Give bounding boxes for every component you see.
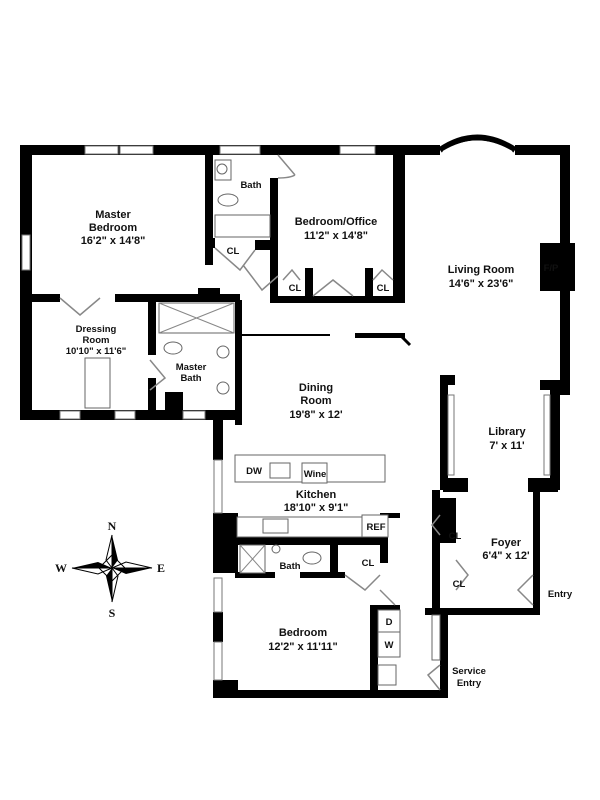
room-name: Foyer xyxy=(491,537,522,549)
room-name: Kitchen xyxy=(296,489,337,501)
compass-east: E xyxy=(157,561,165,575)
room-dims: 12'2" x 11'11" xyxy=(268,641,338,653)
closet-label: CL xyxy=(227,246,240,257)
dishwasher-label: DW xyxy=(246,466,262,477)
room-name: Bedroom/Office xyxy=(295,216,378,228)
closet-label: CL xyxy=(362,558,375,569)
room-dims: 14'6" x 23'6" xyxy=(449,278,514,290)
bedroom-office-label: Bedroom/Office 11'2" x 14'8" xyxy=(295,216,378,242)
compass-west: W xyxy=(55,561,67,575)
room-name: Master xyxy=(176,362,207,373)
dryer-label: D xyxy=(386,617,393,628)
compass-north: N xyxy=(108,519,117,533)
room-name: Master xyxy=(95,209,131,221)
room-dims: 7' x 11' xyxy=(489,440,525,452)
room-name: Living Room xyxy=(448,264,515,276)
library-label: Library 7' x 11' xyxy=(488,426,526,452)
closet-label: CL xyxy=(377,283,390,294)
service-entry-label: Service xyxy=(452,666,486,677)
fireplace-label: F/P xyxy=(544,263,559,274)
room-dims: 19'8" x 12' xyxy=(289,409,343,421)
wine-label: Wine xyxy=(304,469,327,480)
living-room-label: Living Room 14'6" x 23'6" xyxy=(448,264,515,290)
room-dims: 6'4" x 12' xyxy=(482,550,530,562)
closet-label: CL xyxy=(449,531,462,542)
bath-label: Bath xyxy=(279,561,300,572)
room-name: Library xyxy=(488,426,526,438)
fixtures xyxy=(84,159,441,686)
service-entry-label: Entry xyxy=(457,678,482,689)
dining-room-label: Dining Room 19'8" x 12' xyxy=(289,382,343,421)
kitchen-label: Kitchen 18'10" x 9'1" xyxy=(284,489,349,514)
room-name: Bedroom xyxy=(89,222,138,234)
compass-rose: N S W E xyxy=(55,519,165,620)
room-dims: 10'10" x 11'6" xyxy=(66,346,127,357)
windows xyxy=(21,134,551,681)
closet-label: CL xyxy=(289,283,302,294)
fixture-labels: Bath CL CL CL F/P DW Wine REF Bath CL CL… xyxy=(227,180,573,689)
room-name: Bath xyxy=(180,373,201,384)
refrigerator-label: REF xyxy=(367,522,386,533)
room-name: Room xyxy=(300,395,331,407)
room-dims: 18'10" x 9'1" xyxy=(284,502,349,514)
bath-label: Bath xyxy=(240,180,261,191)
room-name: Room xyxy=(83,335,110,346)
master-bath-label: Master Bath xyxy=(176,362,207,384)
room-name: Bedroom xyxy=(279,627,328,639)
washer-label: W xyxy=(385,640,394,651)
room-labels: Master Bedroom 16'2" x 14'8" Bedroom/Off… xyxy=(66,209,530,653)
foyer-label: Foyer 6'4" x 12' xyxy=(482,537,530,562)
room-dims: 16'2" x 14'8" xyxy=(81,235,146,247)
master-bedroom-label: Master Bedroom 16'2" x 14'8" xyxy=(81,209,146,247)
room-name: Dining xyxy=(299,382,333,394)
doors xyxy=(59,154,534,691)
closet-label: CL xyxy=(453,579,466,590)
bedroom-label: Bedroom 12'2" x 11'11" xyxy=(268,627,338,653)
compass-south: S xyxy=(109,606,116,620)
dressing-room-label: Dressing Room 10'10" x 11'6" xyxy=(66,324,127,357)
room-dims: 11'2" x 14'8" xyxy=(304,230,368,242)
entry-label: Entry xyxy=(548,589,573,600)
room-name: Dressing xyxy=(76,324,117,335)
